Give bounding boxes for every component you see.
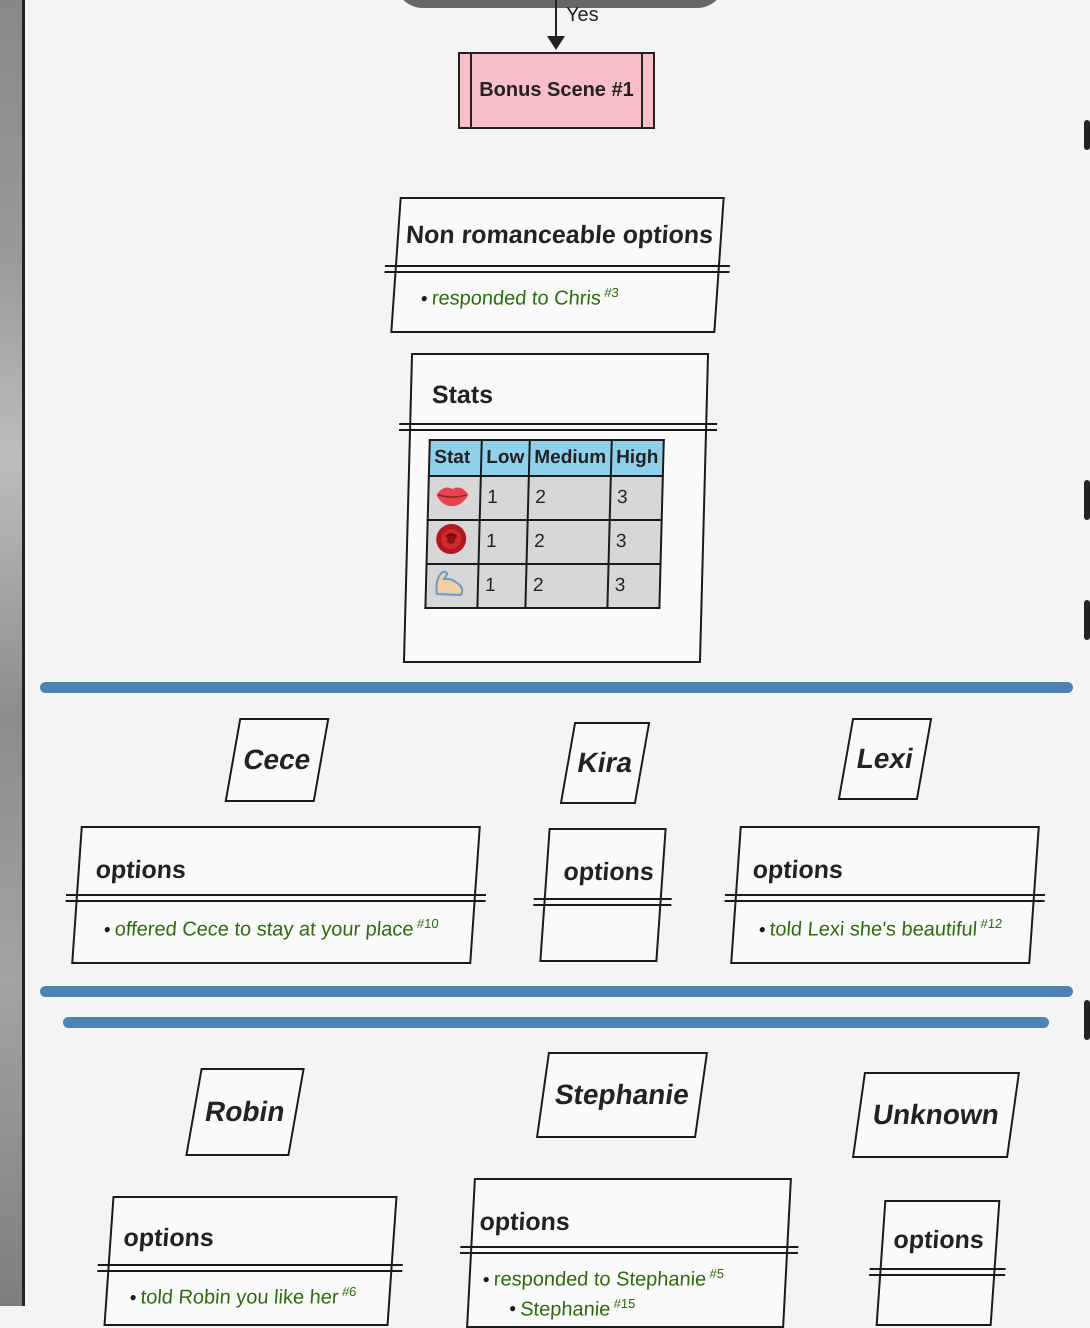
- stat-low: 1: [479, 476, 529, 520]
- character-card-robin[interactable]: Robin: [185, 1068, 305, 1156]
- stat-medium: 2: [525, 564, 609, 608]
- card-divider: [65, 894, 487, 902]
- options-card-kira: options: [533, 828, 672, 962]
- left-background-strip: [0, 0, 25, 1306]
- stat-medium: 2: [526, 520, 610, 564]
- flow-arrow-head: [547, 36, 565, 50]
- options-title: options: [751, 856, 844, 884]
- character-card-stephanie[interactable]: Stephanie: [535, 1052, 709, 1138]
- options-title: options: [892, 1226, 985, 1254]
- stat-medium: 2: [527, 476, 611, 520]
- edge-mark: [1084, 1000, 1090, 1040]
- rose-icon: [436, 524, 467, 554]
- stats-row: 1 2 3: [425, 564, 661, 608]
- option-item: responded to Chris#3: [420, 285, 619, 311]
- stats-header-row: Stat Low Medium High: [428, 440, 664, 476]
- character-card-lexi[interactable]: Lexi: [837, 718, 933, 800]
- option-item: offered Cece to stay at your place#10: [103, 916, 439, 942]
- card-divider: [384, 265, 730, 273]
- stat-high: 3: [608, 520, 662, 564]
- previous-node-edge: [395, 0, 725, 8]
- stat-high: 3: [609, 476, 663, 520]
- character-name: Lexi: [854, 743, 916, 774]
- edge-mark: [1084, 600, 1090, 640]
- option-item: told Lexi she's beautiful#12: [758, 916, 1003, 942]
- option-item: Stephanie#15: [508, 1296, 722, 1322]
- stats-row: 1 2 3: [427, 476, 663, 520]
- character-name: Robin: [202, 1096, 288, 1127]
- card-divider: [724, 894, 1046, 902]
- options-title: options: [94, 856, 187, 884]
- card-divider: [399, 423, 718, 431]
- non-romanceable-title: Non romanceable options: [405, 221, 715, 249]
- section-divider: [63, 1017, 1049, 1028]
- bonus-scene-node[interactable]: Bonus Scene #1: [458, 52, 655, 129]
- character-card-kira[interactable]: Kira: [559, 722, 651, 804]
- stat-low: 1: [477, 564, 527, 608]
- options-card-lexi: options told Lexi she's beautiful#12: [724, 826, 1046, 964]
- character-name: Kira: [575, 747, 636, 778]
- options-card-robin: options told Robin you like her#6: [97, 1196, 403, 1326]
- bonus-scene-label: Bonus Scene #1: [479, 79, 634, 101]
- options-title: options: [478, 1208, 571, 1236]
- character-card-unknown[interactable]: Unknown: [851, 1072, 1021, 1158]
- options-card-unknown: options: [869, 1200, 1006, 1326]
- options-title: options: [562, 858, 655, 886]
- stats-title: Stats: [431, 381, 494, 409]
- character-name: Stephanie: [552, 1079, 692, 1110]
- card-divider: [97, 1264, 403, 1272]
- header-high: High: [610, 440, 664, 476]
- card-divider: [869, 1268, 1006, 1276]
- character-name: Cece: [240, 744, 314, 775]
- stat-low: 1: [478, 520, 528, 564]
- right-edge: [1080, 0, 1090, 1306]
- flow-arrow-line: [555, 0, 557, 44]
- edge-label-yes: Yes: [566, 4, 599, 26]
- header-low: Low: [480, 440, 530, 476]
- character-card-cece[interactable]: Cece: [224, 718, 330, 802]
- stats-table: Stat Low Medium High 1 2 3: [424, 439, 664, 609]
- options-list: responded to Stephanie#5 Stephanie#15: [480, 1266, 724, 1321]
- stat-high: 3: [607, 564, 661, 608]
- header-stat: Stat: [428, 440, 482, 476]
- options-card-cece: options offered Cece to stay at your pla…: [65, 826, 487, 964]
- stats-card: Stats Stat Low Medium High 1 2 3: [399, 353, 718, 663]
- option-item: responded to Stephanie#5: [482, 1266, 724, 1292]
- lips-icon: [436, 487, 469, 507]
- edge-mark: [1084, 120, 1090, 150]
- card-divider: [533, 898, 672, 906]
- flexed-biceps-icon: [435, 570, 464, 597]
- stats-row: 1 2 3: [426, 520, 662, 564]
- non-romanceable-card: Non romanceable options responded to Chr…: [384, 197, 730, 333]
- character-name: Unknown: [870, 1099, 1002, 1130]
- options-list: told Lexi she's beautiful#12: [758, 916, 1003, 942]
- section-divider: [40, 682, 1073, 693]
- section-divider: [40, 986, 1073, 997]
- edge-mark: [1084, 480, 1090, 520]
- header-medium: Medium: [528, 440, 612, 476]
- options-title: options: [122, 1224, 215, 1252]
- non-romanceable-list: responded to Chris#3: [420, 285, 619, 311]
- card-divider: [459, 1246, 799, 1254]
- options-list: offered Cece to stay at your place#10: [103, 916, 439, 942]
